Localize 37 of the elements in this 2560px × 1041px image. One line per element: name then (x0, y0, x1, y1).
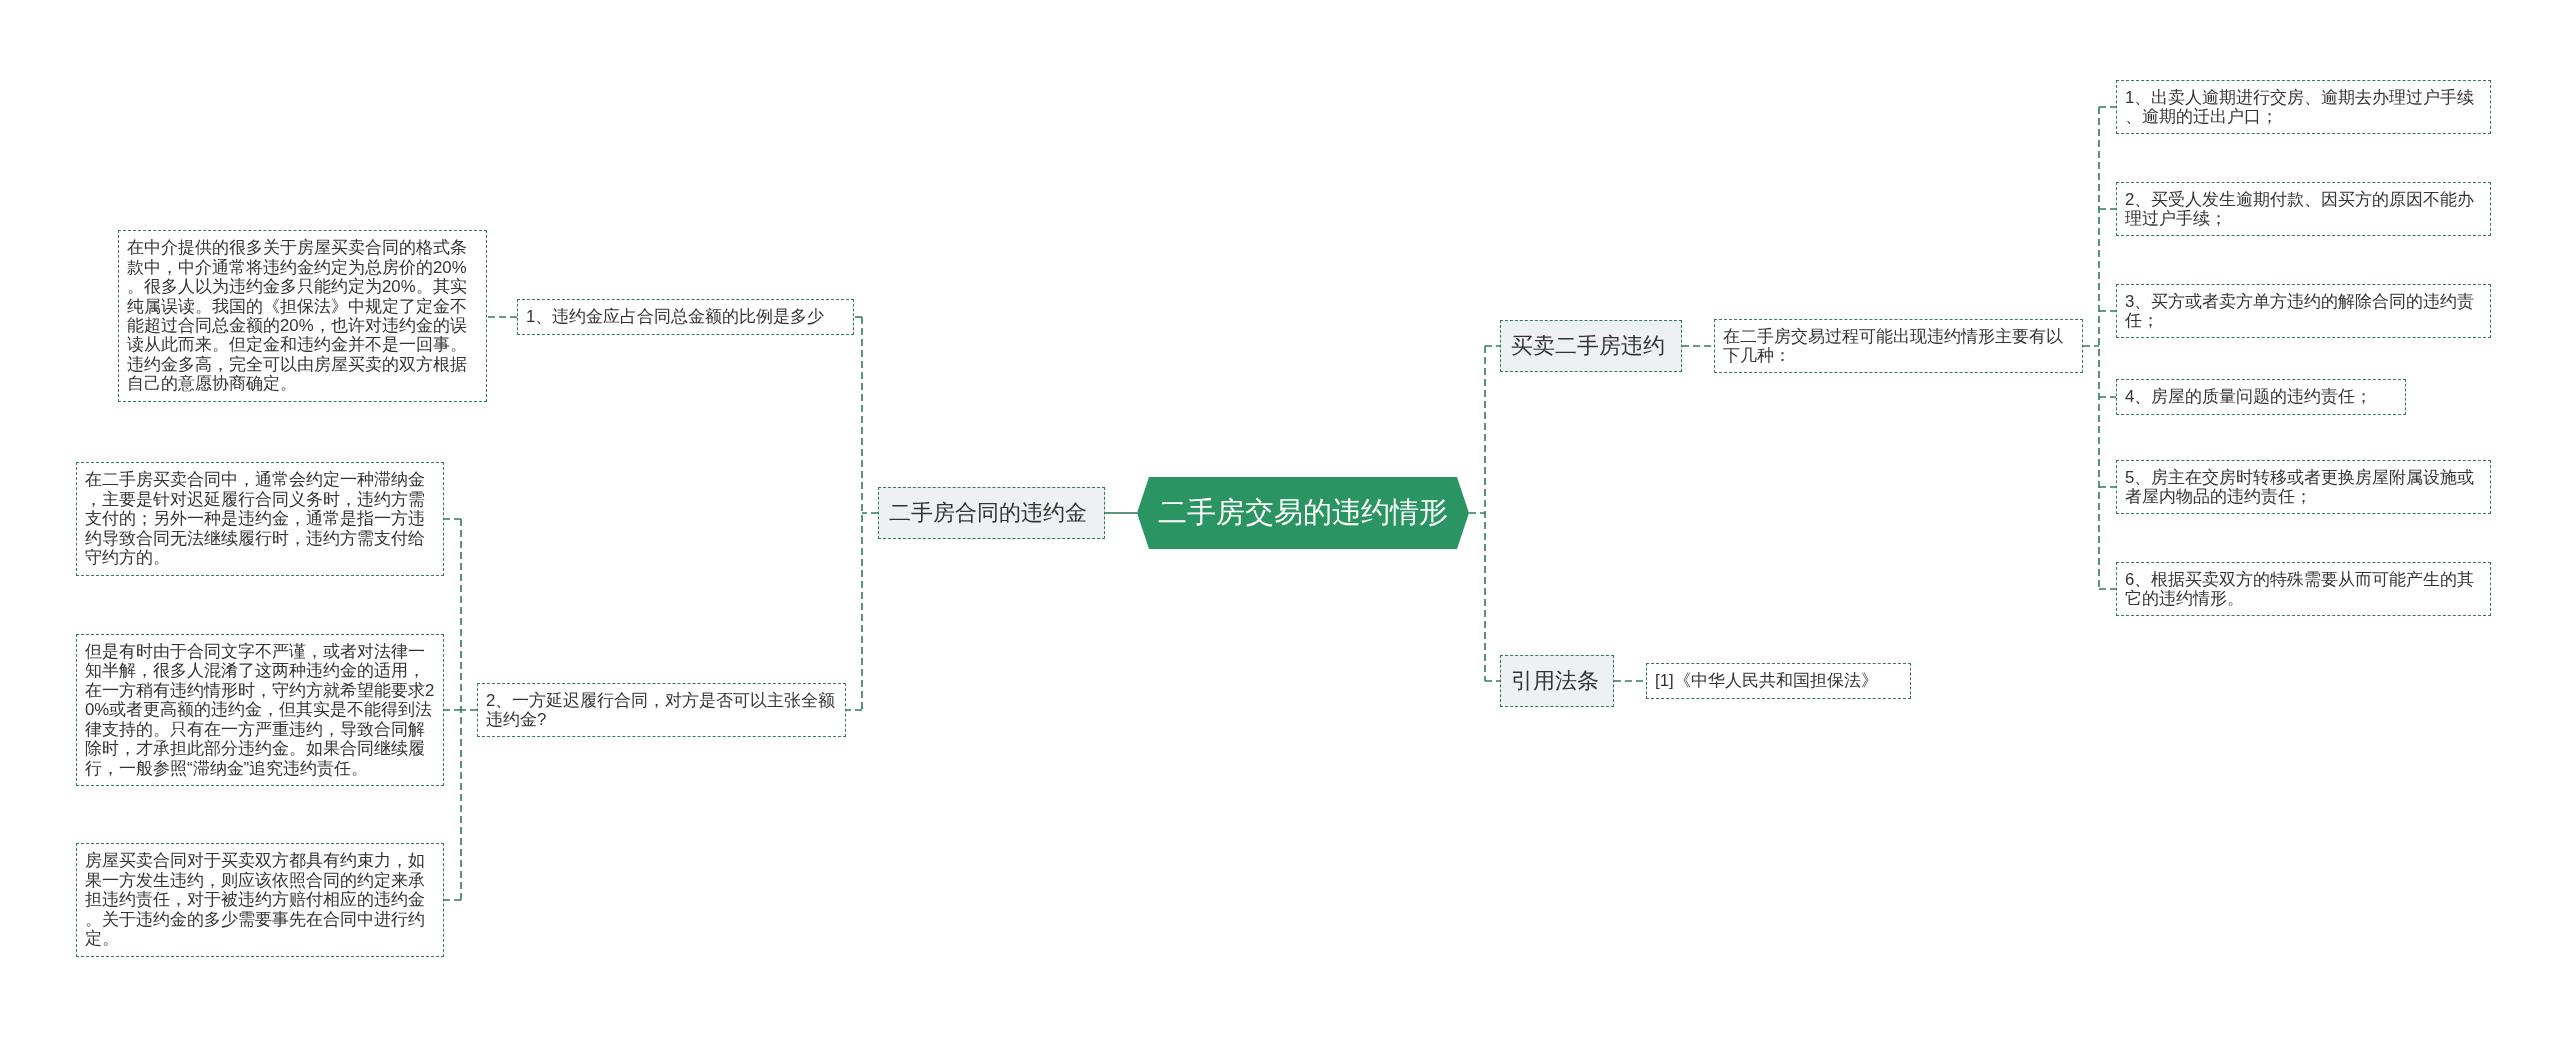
connector-line (460, 518, 478, 901)
text-note: 在中介提供的很多关于房屋买卖合同的格式条款中，中介通常将违约金约定为总房价的20%。很多人以为违约金多只能约定为20%。其实纯属误读。我国的《担保法》中规定了定金不能超过合同总金额的20%，也许对违约金的误读从此而来。但定金和违约金并不是一回事。违约金多高，完全可以由房屋买卖的双方根据自己的意愿协商确定。 (118, 230, 487, 402)
connector-line (1104, 512, 1138, 514)
central-topic: 二手房交易的违约情形 (1137, 477, 1469, 549)
connector-line (1484, 345, 1501, 347)
connector-line (1468, 345, 1486, 682)
connector-line (486, 316, 518, 318)
connector-line (2098, 396, 2117, 398)
text-note: 但是有时由于合同文字不严谨，或者对法律一知半解，很多人混淆了这两种违约金的适用，在一方稍有违约情形时，守约方就希望能要求20%或者更高额的违约金，但其实是不能得到法律支持的。只有在一方严重违约，导致合同解除时，才承担此部分违约金。如果合同继续履行，一般参照“滞纳金”追究违约责任。 (76, 633, 444, 787)
text-note: 1、违约金应占合同总金额的比例是多少 (517, 299, 854, 335)
branch-topic: 引用法条 (1500, 654, 1614, 708)
connector-line (2098, 310, 2117, 312)
connector-line (1484, 680, 1501, 682)
text-note: 5、房主在交房时转移或者更换房屋附属设施或者屋内物品的违约责任； (2116, 459, 2491, 515)
connector-line (845, 709, 863, 711)
text-note: 在二手房交易过程可能出现违约情形主要有以下几种： (1714, 318, 2083, 374)
branch-topic: 买卖二手房违约 (1500, 319, 1682, 373)
connector-line (853, 316, 863, 318)
branch-topic: 二手房合同的违约金 (878, 486, 1105, 540)
text-note: 房屋买卖合同对于买卖双方都具有约束力，如果一方发生违约，则应该依照合同的约定来承担违约责任，对于被违约方赔付相应的违约金。关于违约金的多少需要事先在合同中进行约定。 (76, 843, 444, 957)
connector-line (861, 316, 879, 711)
text-note: 1、出卖人逾期进行交房、逾期去办理过户手续、逾期的迁出户口； (2116, 79, 2491, 135)
text-note: 在二手房买卖合同中，通常会约定一种滞纳金，主要是针对迟延履行合同义务时，违约方需支付的；另外一种是违约金，通常是指一方违约导致合同无法继续履行时，违约方需支付给守约方的。 (76, 462, 444, 576)
connector-line (2098, 486, 2117, 488)
text-note: 2、一方延迟履行合同，对方是否可以主张全额违约金? (477, 682, 846, 738)
connector-line (2098, 208, 2117, 210)
text-note: 3、买方或者卖方单方违约的解除合同的违约责任； (2116, 283, 2491, 339)
connector-line (443, 518, 462, 520)
connector-line (2098, 106, 2117, 108)
text-note: 4、房屋的质量问题的违约责任； (2116, 379, 2406, 415)
connector-line (2082, 106, 2100, 590)
text-note: [1]《中华人民共和国担保法》 (1646, 663, 1911, 699)
text-note: 6、根据买卖双方的特殊需要从而可能产生的其它的违约情形。 (2116, 561, 2491, 617)
connector-line (443, 709, 462, 711)
connector-line (2098, 588, 2117, 590)
connector-line (443, 899, 462, 901)
text-note: 2、买受人发生逾期付款、因买方的原因不能办理过户手续； (2116, 181, 2491, 237)
